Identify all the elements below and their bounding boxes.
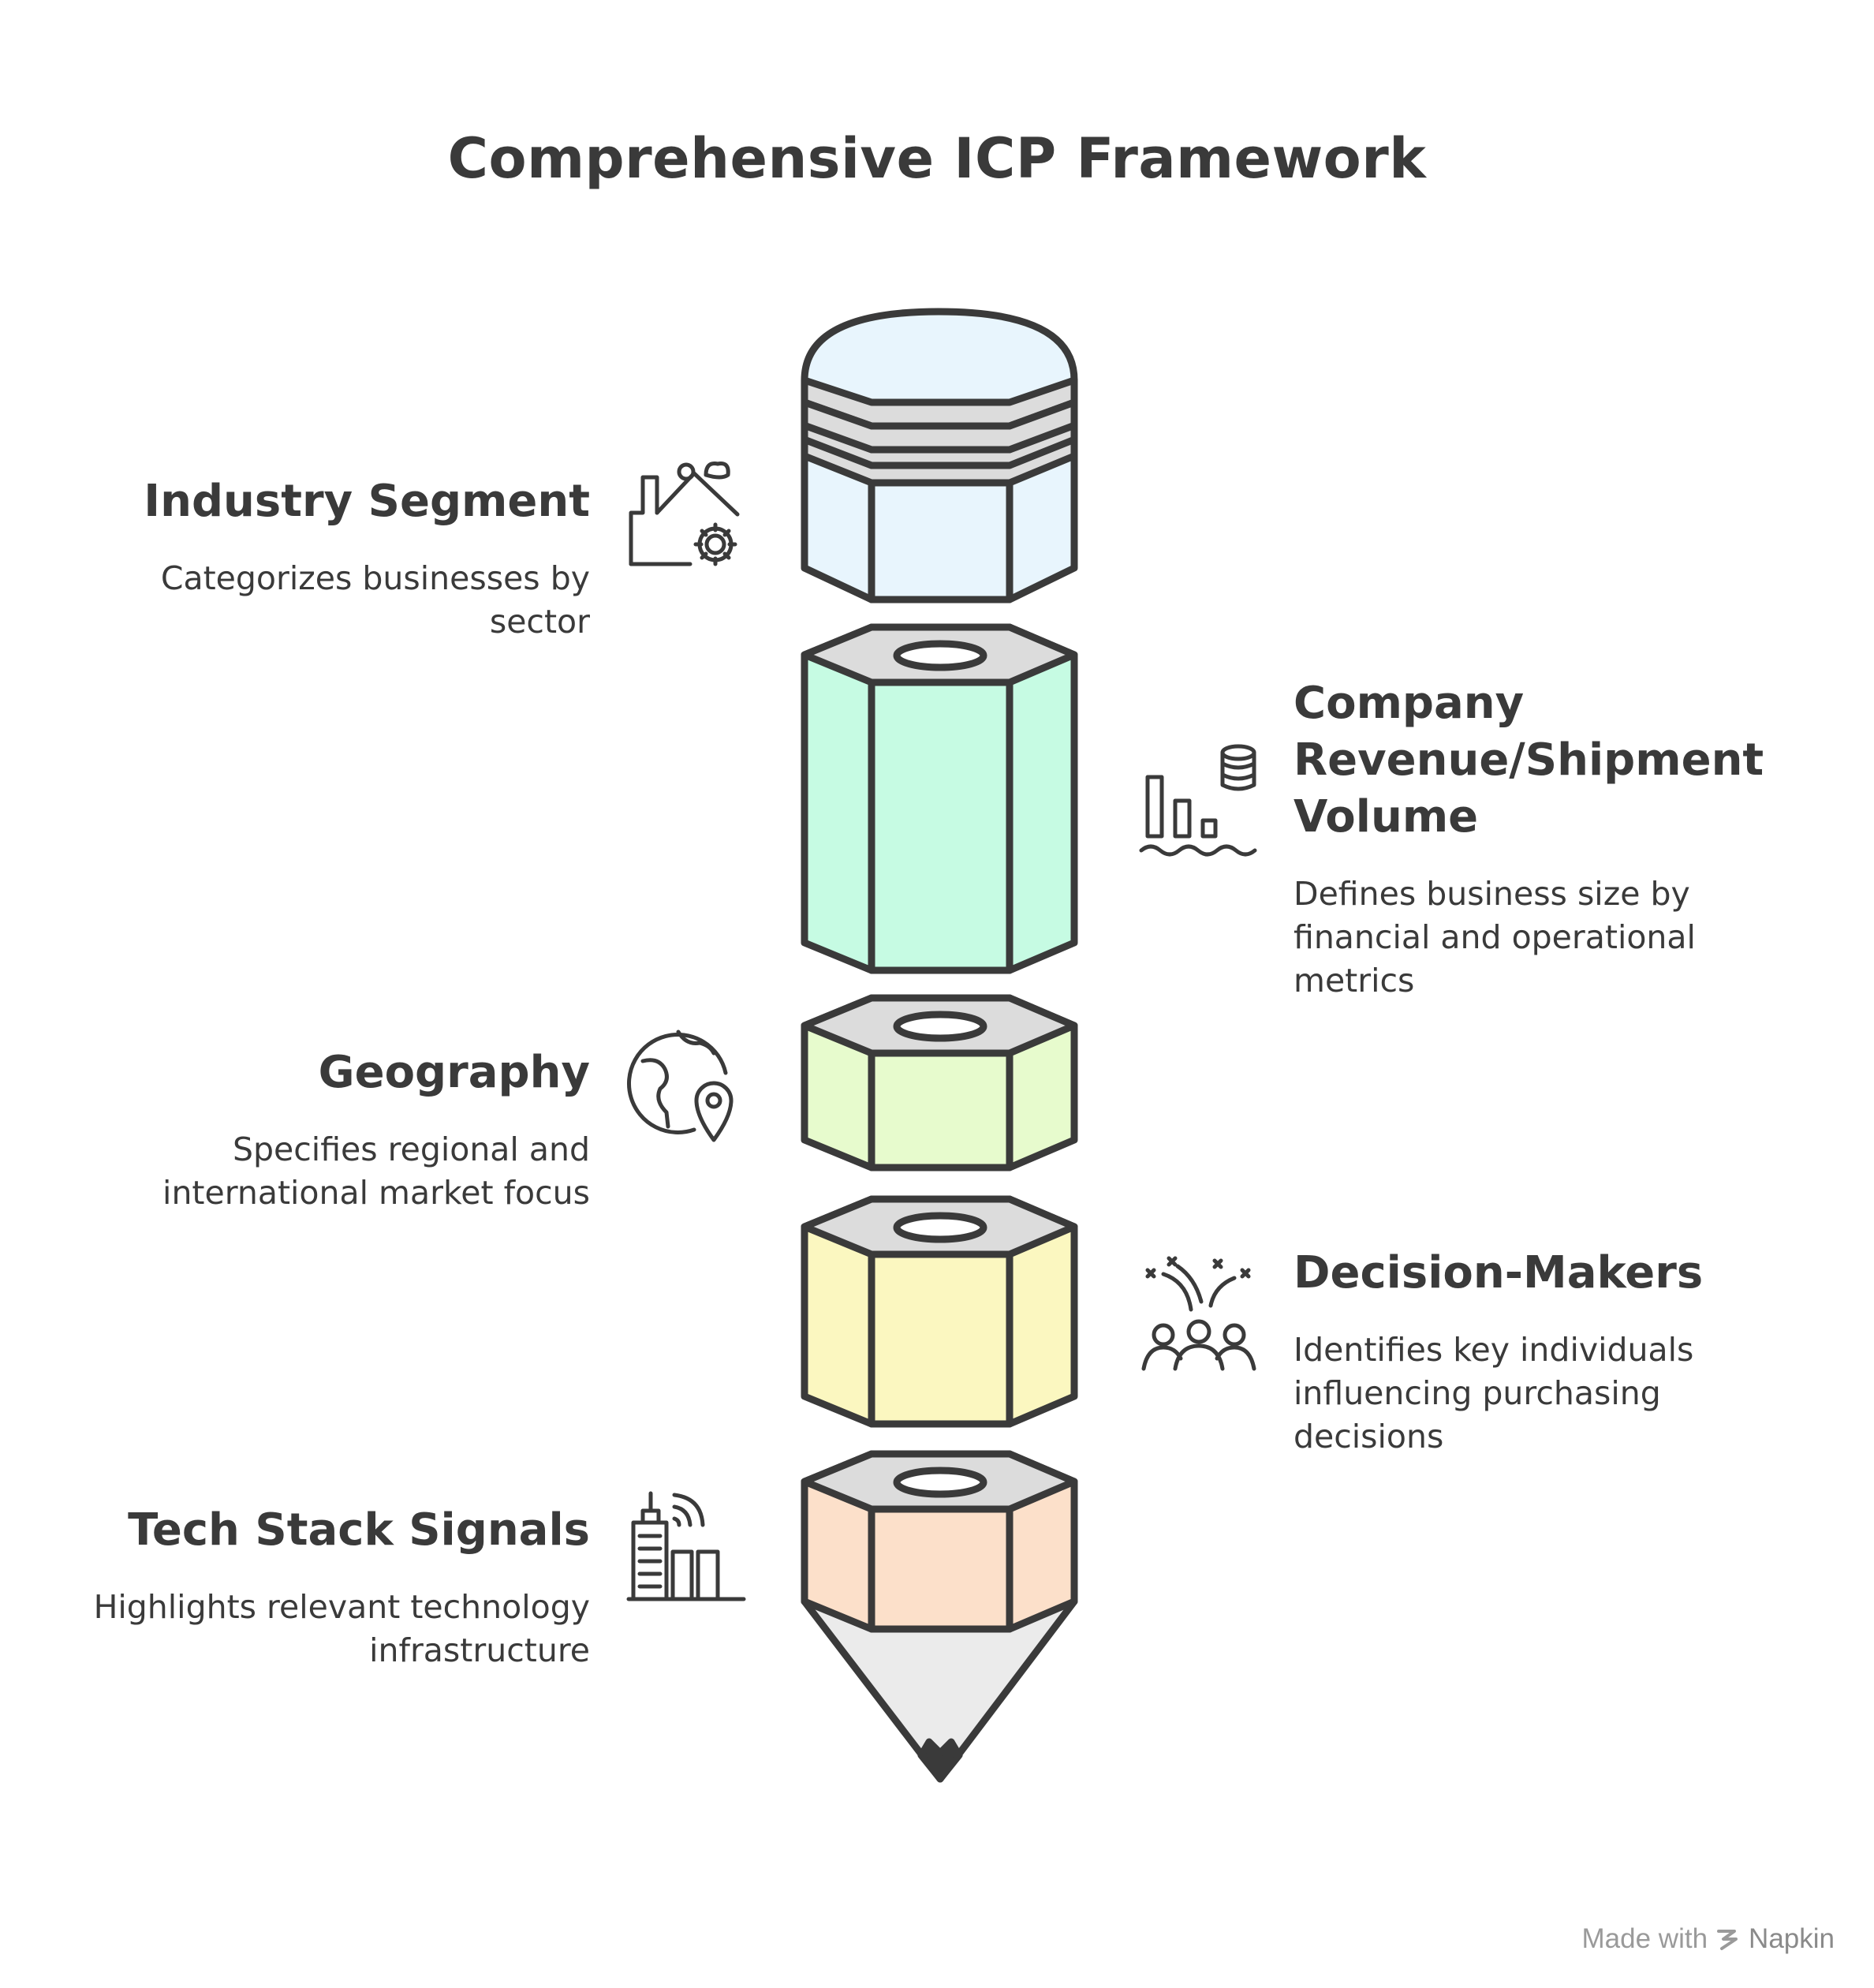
- section-heading: Company Revenue/Shipment Volume: [1294, 678, 1764, 843]
- segment-industry: [801, 308, 1078, 604]
- section-revenue: Company Revenue/Shipment Volume Defines …: [1294, 675, 1798, 1003]
- section-industry: Industry Segment Categorizes businesses …: [85, 473, 590, 644]
- segment-revenue: [801, 623, 1078, 974]
- section-description: Defines business size by financial and o…: [1294, 875, 1696, 1000]
- napkin-brand-text: Napkin: [1749, 1923, 1835, 1954]
- segment-tech-stack: [801, 1450, 1078, 1783]
- section-heading: Industry Segment: [144, 476, 590, 527]
- diagram-title: Comprehensive ICP Framework: [447, 126, 1427, 191]
- footer-attribution: Made with Napkin: [1582, 1923, 1835, 1955]
- section-heading: Decision-Makers: [1294, 1247, 1704, 1299]
- section-tech-stack: Tech Stack Signals Highlights relevant t…: [85, 1502, 590, 1672]
- made-with-text: Made with: [1581, 1923, 1708, 1954]
- section-description: Identifies key individuals influencing p…: [1294, 1331, 1694, 1456]
- section-description: Categorizes businesses by sector: [160, 559, 590, 641]
- globe-pin-icon: [626, 1026, 745, 1147]
- section-decision-makers: Decision-Makers Identifies key individua…: [1294, 1245, 1798, 1459]
- bar-chart-database-icon: [1139, 742, 1258, 863]
- section-heading: Tech Stack Signals: [128, 1504, 590, 1556]
- segment-decision-makers: [801, 1195, 1078, 1428]
- section-description: Highlights relevant technology infrastru…: [93, 1588, 590, 1669]
- segment-geography: [801, 994, 1078, 1172]
- section-description: Specifies regional and international mar…: [162, 1130, 590, 1212]
- buildings-signal-icon: [626, 1487, 746, 1609]
- section-heading: Geography: [318, 1047, 590, 1098]
- factory-gear-icon: [627, 458, 745, 571]
- section-geography: Geography Specifies regional and interna…: [85, 1044, 590, 1215]
- people-group-icon: [1140, 1254, 1258, 1376]
- napkin-logo-icon: [1717, 1930, 1738, 1950]
